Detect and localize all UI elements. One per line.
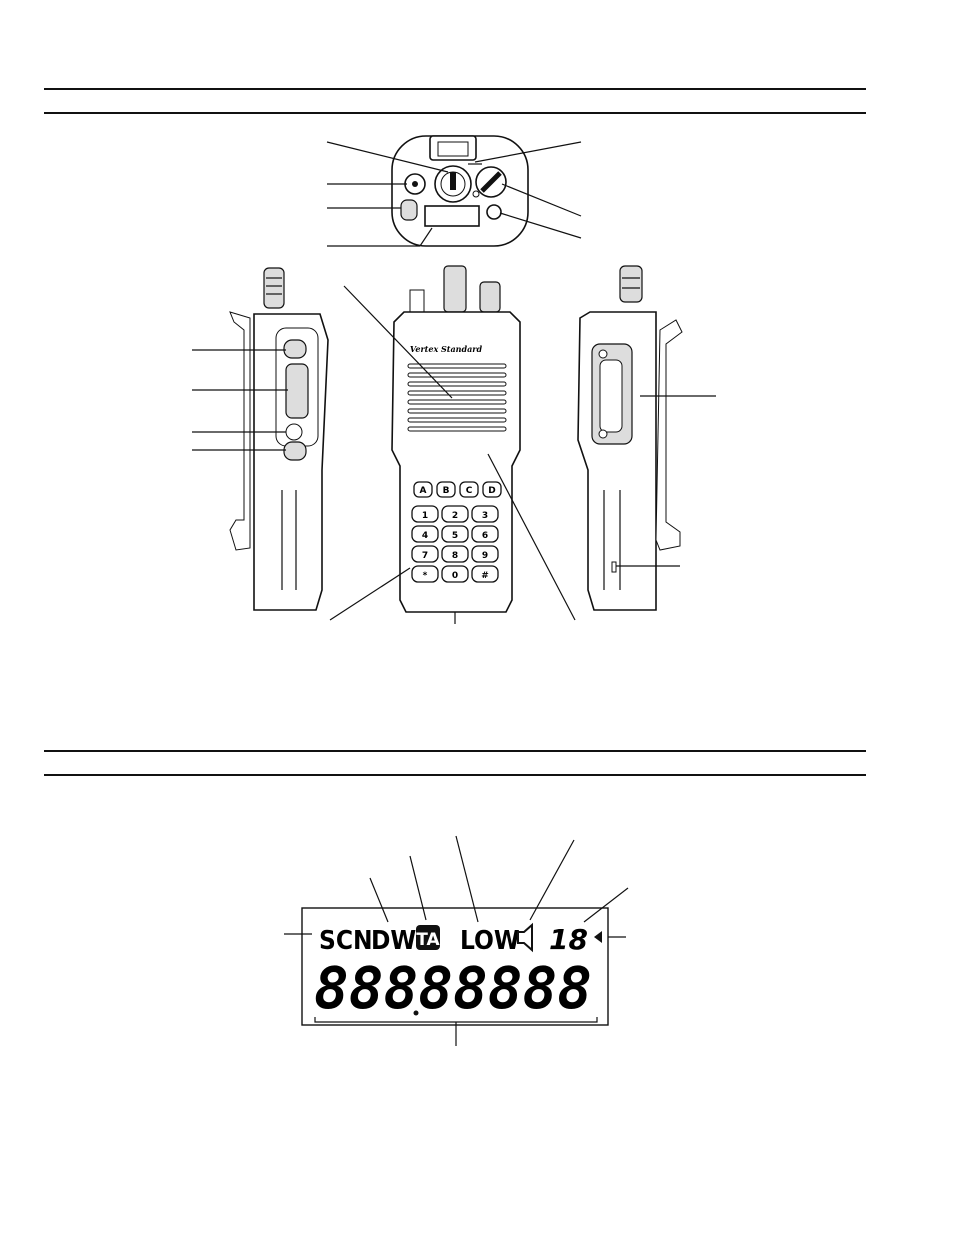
talk-around-indicator: TA xyxy=(416,930,440,950)
program-key-b[interactable] xyxy=(436,481,456,498)
scan-indicator: SCN xyxy=(319,926,373,956)
front-view-callouts xyxy=(329,285,576,624)
keypad-key-label: 5 xyxy=(452,531,458,541)
grille-slot xyxy=(407,381,507,387)
program-key-label: C xyxy=(466,486,473,496)
main-alphanumeric-display: 88888888 xyxy=(314,954,592,1022)
left-view-callouts xyxy=(192,349,288,451)
grille-slot xyxy=(407,408,507,414)
front-brand-label: Vertex Standard xyxy=(410,344,483,354)
keypad-key[interactable] xyxy=(441,545,469,563)
grille-slot xyxy=(407,417,507,423)
keypad-key-label: 4 xyxy=(422,531,428,541)
keypad-key[interactable] xyxy=(441,525,469,543)
keypad-key[interactable] xyxy=(471,525,499,543)
program-key-label: D xyxy=(488,486,495,496)
keypad-key[interactable] xyxy=(411,565,439,583)
keypad-key[interactable] xyxy=(471,505,499,523)
keypad-key-label: 1 xyxy=(422,511,428,521)
header-rule-top-2 xyxy=(44,112,866,114)
keypad-key-label: 8 xyxy=(452,551,458,561)
keypad-key[interactable] xyxy=(471,565,499,583)
right-view-callouts xyxy=(616,395,716,567)
top-emergency-button[interactable] xyxy=(400,199,418,221)
keypad-key-label: 6 xyxy=(482,531,488,541)
lcd-callouts xyxy=(284,835,629,1046)
channel-selector-knob-icon[interactable] xyxy=(434,165,472,203)
programmable-keys: A B C D xyxy=(413,481,502,498)
program-key-d[interactable] xyxy=(482,481,502,498)
low-power-indicator: LOW xyxy=(460,926,520,956)
program-key-c[interactable] xyxy=(459,481,479,498)
keypad-key-label: 9 xyxy=(482,551,488,561)
keypad: 1 2 3 4 5 6 7 8 9 * 0 # xyxy=(411,505,499,583)
grille-slot xyxy=(407,399,507,405)
lcd-panel: SCN DW TA LOW 18 88888888 xyxy=(301,907,609,1026)
keypad-key-label: # xyxy=(481,571,489,581)
ptt-switch[interactable] xyxy=(285,363,309,419)
radio-top-view xyxy=(391,135,529,247)
side-key-upper[interactable] xyxy=(283,339,307,359)
program-key-label: A xyxy=(420,486,427,496)
keypad-key[interactable] xyxy=(411,505,439,523)
channel-pointer-icon xyxy=(594,931,602,943)
keypad-key[interactable] xyxy=(411,545,439,563)
speaker-grille xyxy=(407,363,507,432)
radio-front-view: Vertex Standard A B C D 1 2 3 4 5 6 7 8 9 * 0 # xyxy=(391,265,521,613)
decimal-point-icon xyxy=(413,1010,419,1016)
keypad-key-label: * xyxy=(423,571,428,581)
grille-slot xyxy=(407,426,507,432)
tx-rx-led-icon xyxy=(472,190,480,198)
top-view-callouts xyxy=(326,141,582,247)
talk-around-indicator-box xyxy=(416,925,440,950)
keypad-key-label: 3 xyxy=(482,511,488,521)
top-display-window xyxy=(424,205,480,227)
header-rule-top-1 xyxy=(44,88,866,90)
keypad-key-label: 2 xyxy=(452,511,458,521)
program-key-label: B xyxy=(443,486,450,496)
volume-knob-icon[interactable] xyxy=(475,166,507,198)
header-rule-lcd-1 xyxy=(44,750,866,752)
top-select-button[interactable] xyxy=(486,204,502,220)
lcd-frame xyxy=(301,907,609,1026)
keypad-key-label: 7 xyxy=(422,551,428,561)
keypad-key[interactable] xyxy=(471,545,499,563)
program-key-a[interactable] xyxy=(413,481,433,498)
channel-number-indicator: 18 xyxy=(549,923,588,956)
antenna-jack-icon xyxy=(404,173,426,195)
keypad-key[interactable] xyxy=(411,525,439,543)
monitor-button[interactable] xyxy=(285,423,303,441)
header-rule-lcd-2 xyxy=(44,774,866,776)
keypad-key-label: 0 xyxy=(452,571,458,581)
radio-left-side-view xyxy=(229,267,329,611)
radio-right-side-view xyxy=(577,265,683,611)
grille-slot xyxy=(407,372,507,378)
grille-slot xyxy=(407,363,507,369)
grille-slot xyxy=(407,390,507,396)
speaker-icon xyxy=(517,922,533,953)
dual-watch-indicator: DW xyxy=(371,926,416,956)
keypad-key[interactable] xyxy=(441,505,469,523)
keypad-key[interactable] xyxy=(441,565,469,583)
side-key-lower[interactable] xyxy=(283,441,307,461)
